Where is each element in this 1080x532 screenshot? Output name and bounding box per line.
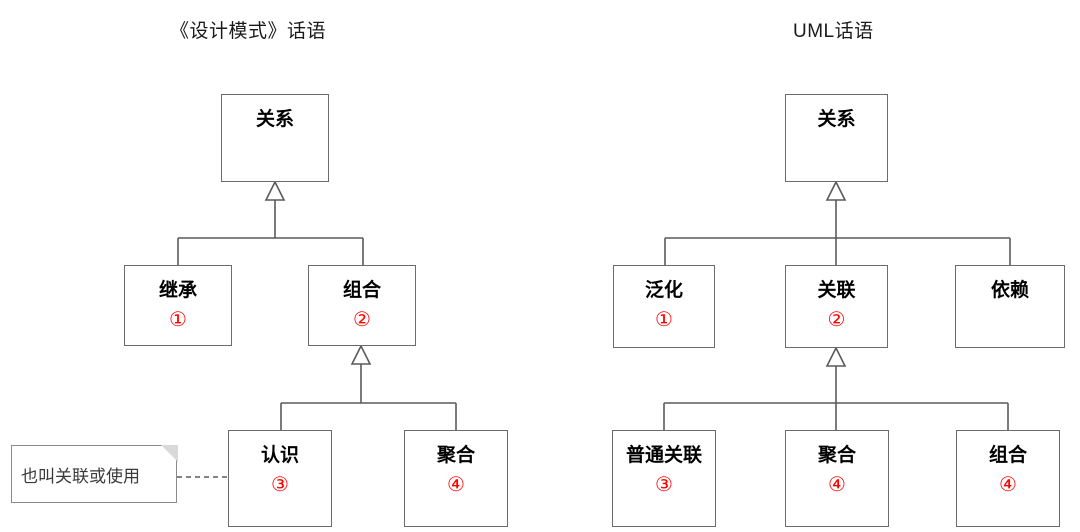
- node-label: 聚合: [817, 445, 856, 466]
- node-label: 关系: [255, 109, 294, 130]
- node-label: 普通关联: [625, 445, 702, 466]
- node-badge: ③: [271, 471, 289, 496]
- node-dp-know[interactable]: 认识 ③: [228, 430, 332, 527]
- note-text: 也叫关联或使用: [21, 466, 140, 486]
- node-label: 泛化: [644, 280, 683, 301]
- panel-title-uml: UML话语: [793, 21, 874, 42]
- generalization-dp-compose: [280, 364, 457, 430]
- node-uml-aggr[interactable]: 聚合 ④: [785, 430, 889, 527]
- node-badge: ②: [827, 306, 846, 331]
- node-dp-root[interactable]: 关系: [221, 94, 329, 182]
- node-badge: ④: [828, 471, 846, 496]
- node-uml-assoc[interactable]: 关联 ②: [785, 265, 888, 348]
- node-dp-inherit[interactable]: 继承 ①: [124, 265, 232, 346]
- generalization-triangle-dp-compose: [350, 344, 372, 365]
- panel-title-design-patterns: 《设计模式》话语: [170, 21, 327, 42]
- node-dp-aggr[interactable]: 聚合 ④: [404, 430, 508, 527]
- node-uml-general[interactable]: 泛化 ①: [613, 265, 715, 348]
- generalization-triangle-uml-root: [825, 180, 847, 201]
- node-uml-depend[interactable]: 依赖: [955, 265, 1065, 348]
- note-dp-note[interactable]: 也叫关联或使用: [11, 444, 178, 503]
- node-badge: ④: [999, 471, 1017, 496]
- node-badge: ④: [447, 471, 465, 496]
- generalization-uml-assoc: [663, 366, 1009, 430]
- node-label: 关联: [817, 280, 856, 301]
- node-label: 关系: [817, 109, 856, 130]
- generalization-triangle-uml-assoc: [825, 346, 847, 367]
- node-badge: ①: [169, 306, 187, 331]
- generalization-dp-root: [177, 200, 364, 265]
- node-label: 认识: [260, 445, 299, 466]
- generalization-triangle-dp-root: [264, 180, 286, 201]
- note-fold-corner-icon: [160, 444, 178, 462]
- node-label: 继承: [158, 280, 197, 301]
- node-dp-compose[interactable]: 组合 ②: [308, 265, 416, 346]
- node-uml-comp[interactable]: 组合 ④: [956, 430, 1060, 527]
- node-badge: ③: [655, 471, 673, 496]
- node-label: 组合: [342, 280, 381, 301]
- node-label: 聚合: [436, 445, 475, 466]
- generalization-uml-root: [664, 200, 1011, 265]
- node-uml-plain[interactable]: 普通关联 ③: [612, 430, 716, 527]
- node-label: 组合: [988, 445, 1027, 466]
- node-label: 依赖: [990, 280, 1029, 301]
- node-uml-root[interactable]: 关系: [785, 94, 888, 182]
- node-badge: ①: [655, 306, 673, 331]
- node-badge: ②: [353, 306, 371, 331]
